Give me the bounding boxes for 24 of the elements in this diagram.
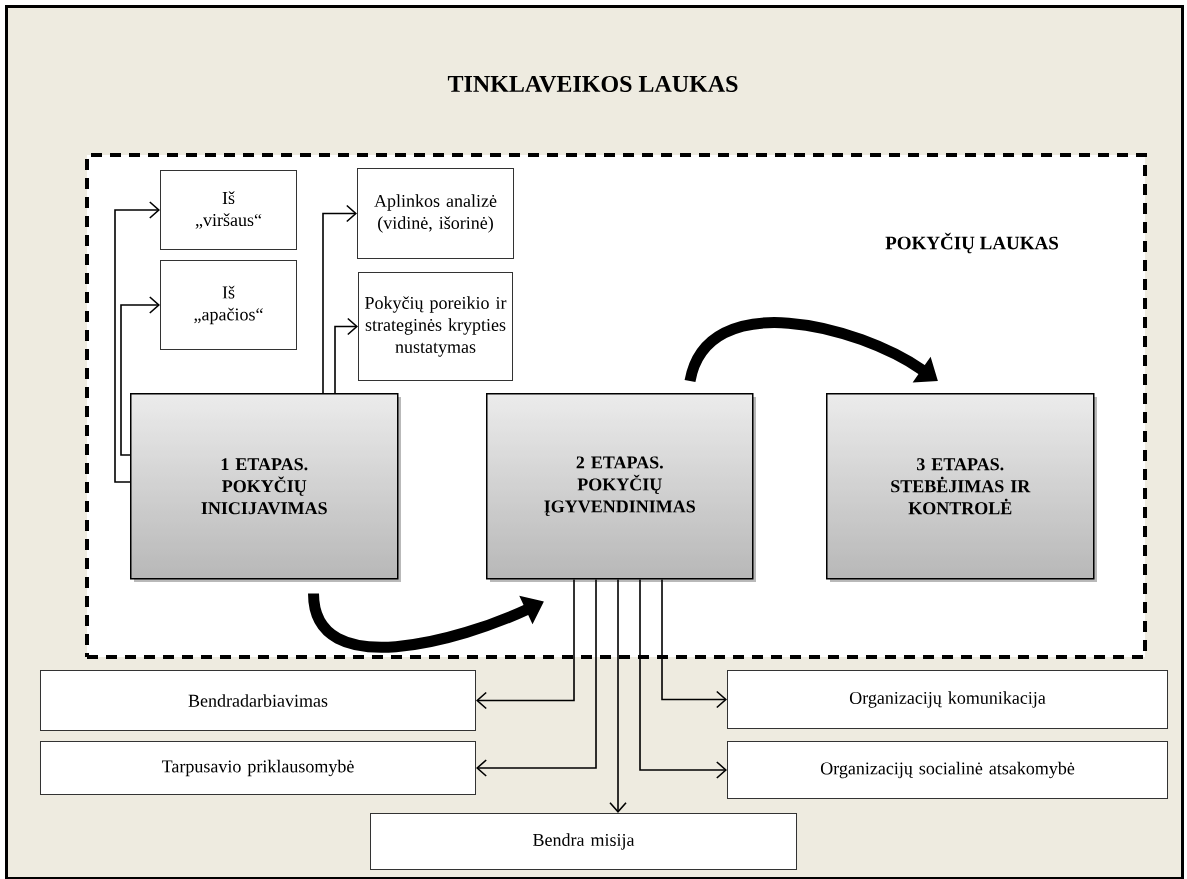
stage-box: 3 ETAPAS. STEBĖJIMAS IR KONTROLĖ [826, 393, 1097, 582]
arrow [476, 578, 575, 710]
field-label: POKYČIŲ LAUKAS [885, 232, 1058, 254]
arrow [334, 317, 358, 394]
text-box: Tarpusavio priklausomybė [40, 741, 476, 795]
arrow [609, 578, 627, 813]
arrow [639, 578, 727, 779]
text-box: Bendradarbiavimas [40, 670, 476, 731]
arrow [114, 201, 160, 483]
curved-arrow [684, 317, 938, 383]
arrow [322, 204, 357, 394]
text-box: Iš „apačios“ [160, 260, 297, 350]
text-box: Organizacijų socialinė atsakomybė [727, 741, 1168, 799]
stage-box: 2 ETAPAS. POKYČIŲ ĮGYVENDINIMAS [486, 393, 756, 582]
text-box: Iš „viršaus“ [160, 170, 297, 250]
arrow [661, 578, 727, 709]
stage-box: 1 ETAPAS. POKYČIŲ INICIJAVIMAS [130, 393, 401, 582]
text-box: Pokyčių poreikio ir strateginės krypties nustatymas [358, 272, 513, 381]
arrow [120, 296, 160, 456]
text-box: Bendra misija [370, 813, 797, 870]
text-box: Organizacijų komunikacija [727, 670, 1168, 729]
arrow [476, 578, 597, 777]
text-box: Aplinkos analizė (vidinė, išorinė) [357, 168, 514, 259]
title: TINKLAVEIKOS LAUKAS [447, 75, 738, 93]
